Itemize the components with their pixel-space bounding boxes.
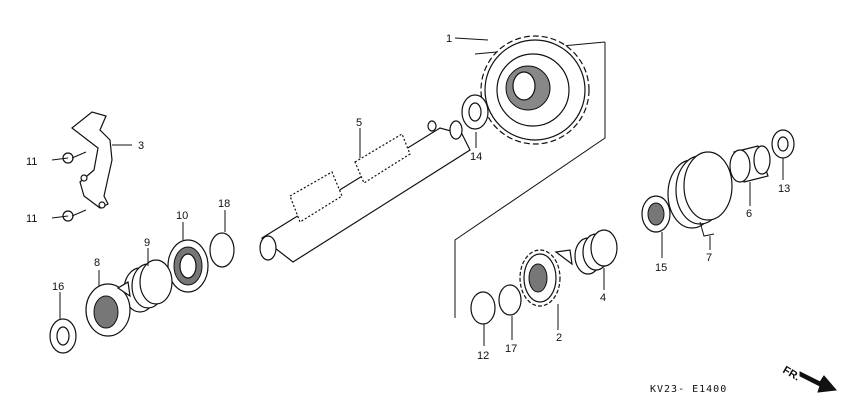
front-marker-label: FR. <box>781 364 802 383</box>
callout-1: 1 <box>446 33 452 45</box>
callout-16: 16 <box>52 281 64 293</box>
callout-14: 14 <box>470 151 482 163</box>
part-spring-9 <box>123 259 173 313</box>
part-washer-14 <box>461 94 489 130</box>
callout-4: 4 <box>600 292 606 304</box>
part-washer-15 <box>641 195 671 233</box>
leader-lines <box>51 37 784 346</box>
callout-7: 7 <box>706 252 712 264</box>
part-return-spring-7 <box>667 151 733 237</box>
front-direction-marker: FR. <box>781 364 837 393</box>
part-bolt-11b <box>62 209 87 222</box>
callout-11a: 11 <box>26 156 37 168</box>
callout-9: 9 <box>144 237 150 249</box>
part-washer-16 <box>49 318 77 354</box>
part-washer-13 <box>771 129 795 159</box>
part-shaft-5 <box>259 120 471 263</box>
part-kick-gear-2 <box>519 249 573 307</box>
callout-15: 15 <box>655 262 667 274</box>
callout-3: 3 <box>138 140 144 152</box>
callout-18: 18 <box>218 198 230 210</box>
part-spring-4 <box>574 229 618 275</box>
part-guide-plate-3 <box>71 111 113 209</box>
drawing-code: KV23- E1400 <box>650 384 727 395</box>
part-ratchet-8 <box>85 281 131 337</box>
callout-labels: 1 2 3 4 5 6 7 8 9 10 11 11 12 13 14 15 1… <box>26 33 790 362</box>
callout-8: 8 <box>94 257 100 269</box>
callout-11b: 11 <box>26 213 37 225</box>
part-circlip-12 <box>470 291 496 325</box>
callout-12: 12 <box>477 350 489 362</box>
part-circlip-18 <box>209 232 235 268</box>
callout-2: 2 <box>556 332 562 344</box>
part-collar-6 <box>729 145 771 183</box>
part-washer-17 <box>498 284 522 316</box>
part-washer-10 <box>167 239 209 293</box>
callout-6: 6 <box>746 208 752 220</box>
callout-5: 5 <box>356 117 362 129</box>
part-bolt-11a <box>62 151 87 164</box>
part-gear-1 <box>480 35 590 145</box>
callout-17: 17 <box>505 343 517 355</box>
callout-10: 10 <box>176 210 188 222</box>
callout-13: 13 <box>778 183 790 195</box>
arrow-right-icon <box>799 371 837 393</box>
